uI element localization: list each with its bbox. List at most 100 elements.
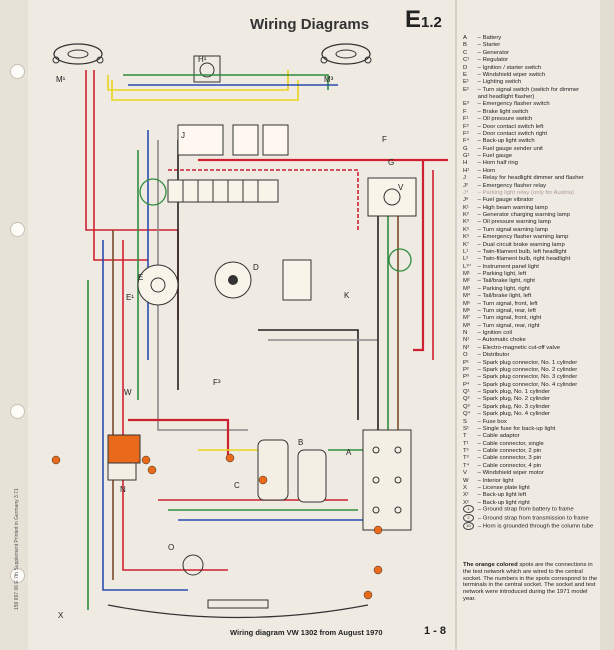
legend-text: Battery [482, 35, 502, 41]
ground-number: 1 [463, 505, 474, 513]
legend-key: K³ [463, 219, 469, 226]
print-reference: 159 697 06 E 7th Supplement Printed in G… [14, 488, 20, 610]
ground-text: Ground strap from battery to frame [482, 506, 574, 513]
ground-number: 2 [463, 513, 474, 522]
legend-item: T² – Cable connector, 2 pin [463, 448, 542, 454]
legend-text: Spark plug connector, No. 1 cylinder [482, 359, 578, 366]
battery [362, 429, 412, 531]
legend-key: L¹ [463, 248, 469, 255]
legend-text: Fuel gauge sender unit [482, 145, 543, 152]
punch-hole [10, 64, 25, 79]
legend-item: L² – Twin-filament bulb, right headlight [463, 256, 571, 263]
legend-key: M⁶ [463, 307, 471, 314]
wiring-diagram: M¹ H¹ M³ J F G K V E¹ D E C N O A B W X … [51, 43, 448, 620]
legend-item: E¹ – Lighting switch [463, 79, 522, 86]
legend-key: T³ [463, 455, 469, 462]
legend-item: W – Interior light [463, 477, 514, 484]
legend-text: Door contact switch left [482, 123, 544, 130]
legend-item: N³ – Electro-magnetic cut-off valve [463, 344, 561, 351]
legend-key: Q⁴ [463, 411, 471, 418]
legend-item: P⁴ – Spark plug connector, No. 4 cylinde… [463, 381, 578, 388]
legend-item: K² – Generator charging warning lamp [463, 212, 570, 218]
legend-item: M³ – Parking light, right [463, 285, 530, 292]
legend-key: L² [463, 256, 469, 263]
legend-text: Turn signal, front, left [482, 300, 538, 307]
legend-text: Twin-filament bulb, left headlight [482, 248, 567, 255]
legend-item: M⁵ – Turn signal, front, left [463, 300, 538, 307]
legend-item: Q³ – Spark plug, No. 3 cylinder [463, 403, 551, 410]
punch-hole [10, 222, 25, 237]
legend-text: Oil pressure switch [482, 116, 533, 123]
legend-text: Ignition coil [482, 330, 513, 336]
legend-item: F – Brake light switch [463, 108, 529, 115]
legend-item: F³ – Door contact switch right [463, 130, 548, 137]
legend-text: Twin-filament bulb, right headlight [482, 256, 571, 263]
legend-text: Emergency flasher warning lamp [482, 234, 569, 241]
legend-key: L¹⁰ [463, 263, 471, 270]
diagram-label: G [388, 158, 394, 167]
legend-text: Generator [482, 49, 510, 56]
legend-item: T³ – Cable connector, 3 pin [463, 455, 542, 462]
headlight-left [52, 43, 104, 65]
legend-item: M² – Tail/brake light, right [463, 278, 535, 285]
legend-key: E [463, 71, 467, 78]
legend-text: Emergency flasher relay [482, 182, 547, 189]
legend-text: Instrument panel light [482, 263, 539, 270]
diagram-label: F [382, 135, 387, 144]
legend-item: K⁶ – Emergency flasher warning lamp [463, 234, 569, 241]
test-points [51, 453, 383, 600]
legend-text: Fuel gauge [482, 153, 513, 159]
legend-key: P³ [463, 374, 469, 381]
legend-key: F⁴ [463, 138, 470, 145]
legend-item: G – Fuel gauge sender unit [463, 145, 543, 152]
wire-harness [85, 70, 448, 610]
legend-key: E² [463, 86, 469, 93]
legend-item: A – Battery [463, 35, 502, 41]
page-title: Wiring Diagrams [250, 16, 370, 33]
section-number: 1.2 [421, 14, 442, 31]
legend-item: N¹ – Automatic choke [463, 337, 526, 344]
legend-text: Cable connector, 4 pin [482, 462, 542, 469]
legend-key: P¹ [463, 359, 469, 366]
legend-text: Parking light relay (only for Austria) [482, 189, 574, 196]
relay-block [177, 124, 289, 156]
section-letter: E [405, 6, 422, 33]
horn [193, 55, 221, 83]
legend-text: Single fuse for back-up light [482, 425, 556, 432]
legend-key: C¹ [463, 57, 470, 64]
legend-key: F² [463, 123, 469, 130]
legend-text: Tail/brake light, left [482, 293, 532, 300]
legend-item: X¹ – Back-up light left [463, 492, 527, 499]
legend-text: Electro-magnetic cut-off valve [482, 344, 561, 351]
legend-item: T⁴ – Cable connector, 4 pin [463, 462, 542, 469]
ignition-switch [214, 261, 252, 299]
diagram-label: W [124, 388, 132, 397]
diagram-label: O [168, 543, 174, 552]
legend-item: J² – Emergency flasher relay [463, 182, 547, 189]
legend-text: Cable connector, 3 pin [482, 455, 542, 462]
legend-item: S – Fuse box [463, 418, 507, 425]
legend-text: Back-up light right [482, 499, 530, 506]
legend-item: E – Windshield wiper switch [463, 71, 546, 78]
legend-key: M⁵ [463, 300, 471, 307]
legend-key: M⁴ [463, 293, 471, 300]
diagram-label: N [120, 485, 126, 494]
legend-item: D – Ignition / starter switch [463, 64, 542, 71]
legend-text: and headlight flasher) [477, 94, 535, 100]
legend-key: E¹ [463, 79, 469, 86]
legend-key: E³ [463, 101, 469, 108]
legend-text: Brake light switch [482, 108, 529, 115]
generator [257, 439, 289, 501]
note-lead: The orange colored [463, 562, 518, 568]
note-text: spots are the connections in the test ne… [463, 562, 598, 602]
binder-margin [0, 0, 28, 650]
legend-item: P³ – Spark plug connector, No. 3 cylinde… [463, 374, 578, 381]
legend-item: L¹⁰ – Instrument panel light [463, 263, 539, 270]
legend-key: T [463, 433, 467, 440]
section-code: E1.2 [405, 6, 442, 34]
legend-text: Oil pressure warning lamp [482, 219, 551, 226]
facing-page-edge [600, 0, 614, 650]
ground-number: 10 [463, 522, 474, 531]
legend-text: Parking light, left [482, 271, 527, 277]
